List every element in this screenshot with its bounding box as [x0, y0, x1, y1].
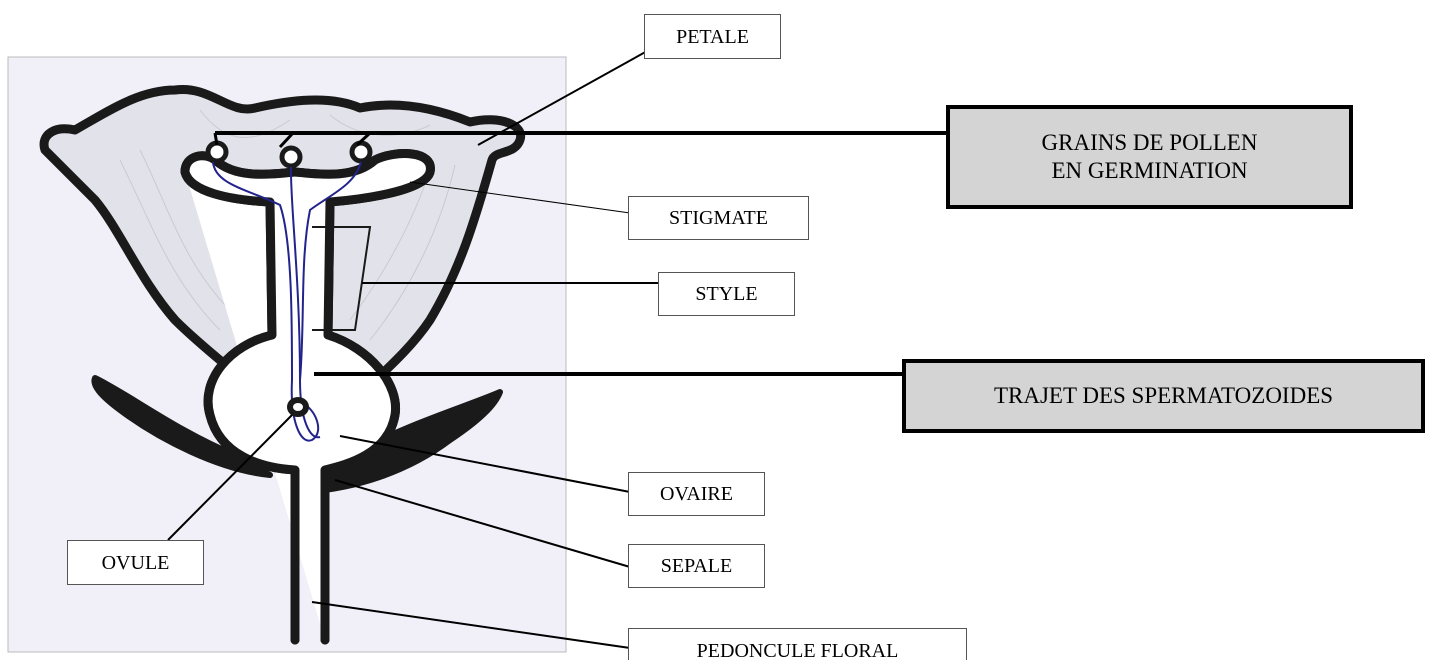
label-petale: PETALE	[644, 14, 781, 59]
label-trajet-spermatozoides: TRAJET DES SPERMATOZOIDES	[902, 359, 1425, 433]
label-sepale: SEPALE	[628, 544, 765, 588]
pollen-grain	[208, 143, 226, 161]
label-ovule: OVULE	[67, 540, 204, 585]
label-pollen-grains: GRAINS DE POLLEN EN GERMINATION	[946, 105, 1353, 209]
leader-grains-tick	[215, 133, 217, 145]
label-style: STYLE	[658, 272, 795, 316]
ovule-inner	[293, 403, 303, 411]
label-stigmate: STIGMATE	[628, 196, 809, 240]
label-ovaire: OVAIRE	[628, 472, 765, 516]
label-pedoncule-floral: PEDONCULE FLORAL	[628, 628, 967, 660]
pollen-grain	[352, 143, 370, 161]
label-pollen-grains-line1: GRAINS DE POLLEN	[1042, 129, 1258, 157]
pollen-grain	[282, 148, 300, 166]
label-pollen-grains-line2: EN GERMINATION	[1051, 157, 1247, 185]
